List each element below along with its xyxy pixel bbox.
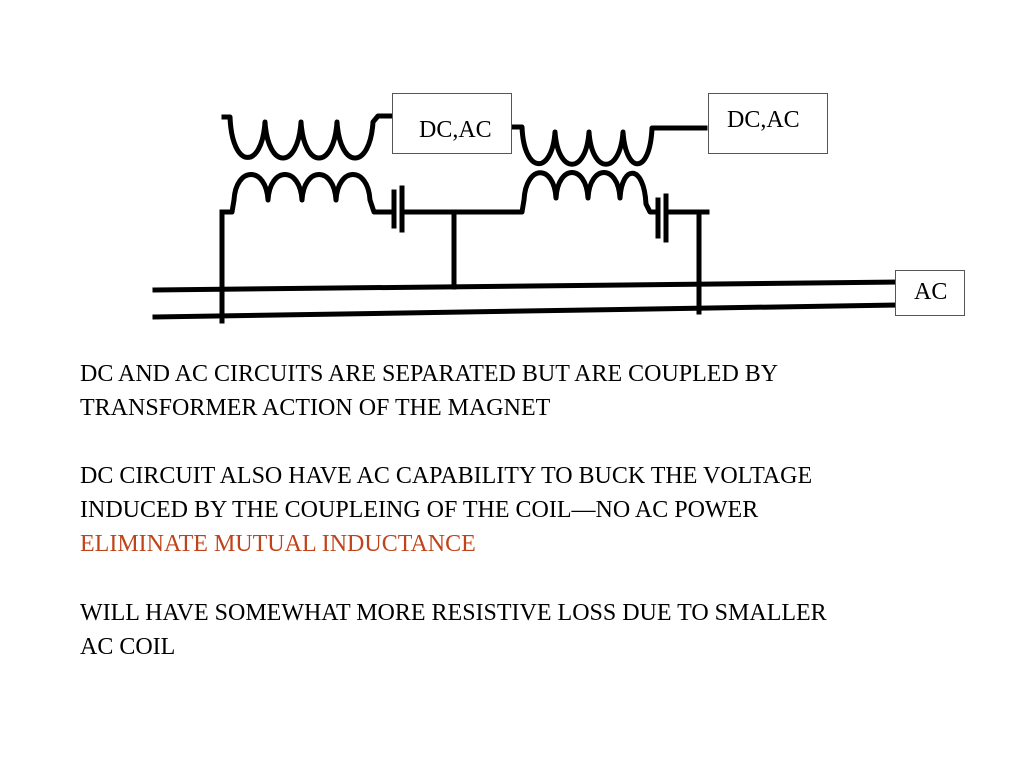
paragraph-resistive-loss-line-1: WILL HAVE SOMEWHAT MORE RESISTIVE LOSS D…: [80, 600, 827, 626]
paragraph-buck-voltage-line-2: INDUCED BY THE COUPLEING OF THE COIL—NO …: [80, 497, 759, 523]
dc-ac-label-left: DC,AC: [392, 93, 512, 154]
left-upper-winding: [221, 113, 396, 161]
paragraph-resistive-loss: WILL HAVE SOMEWHAT MORE RESISTIVE LOSS D…: [80, 596, 1000, 664]
ac-label-text: AC: [914, 279, 948, 305]
eliminate-mutual-inductance-text: ELIMINATE MUTUAL INDUCTANCE: [80, 531, 476, 557]
paragraph-resistive-loss-line-2: AC COIL: [80, 634, 176, 660]
paragraph-coupling: DC AND AC CIRCUITS ARE SEPARATED BUT ARE…: [80, 357, 1000, 425]
right-lower-winding: [509, 170, 659, 215]
circuit-diagram: [152, 113, 901, 324]
dc-ac-label-left-text: DC,AC: [419, 117, 492, 143]
dc-ac-label-right-text: DC,AC: [727, 107, 800, 133]
ac-bus-upper: [152, 279, 901, 293]
paragraph-coupling-line-2: TRANSFORMER ACTION OF THE MAGNET: [80, 395, 551, 421]
dc-ac-label-right: DC,AC: [708, 93, 828, 154]
left-lower-winding: [219, 172, 395, 215]
right-upper-winding: [511, 124, 708, 167]
paragraph-coupling-line-1: DC AND AC CIRCUITS ARE SEPARATED BUT ARE…: [80, 361, 779, 387]
paragraph-buck-voltage-line-1: DC CIRCUIT ALSO HAVE AC CAPABILITY TO BU…: [80, 463, 813, 489]
ac-label: AC: [895, 270, 965, 316]
paragraph-buck-voltage: DC CIRCUIT ALSO HAVE AC CAPABILITY TO BU…: [80, 459, 1000, 561]
ac-bus-lower: [152, 302, 901, 320]
